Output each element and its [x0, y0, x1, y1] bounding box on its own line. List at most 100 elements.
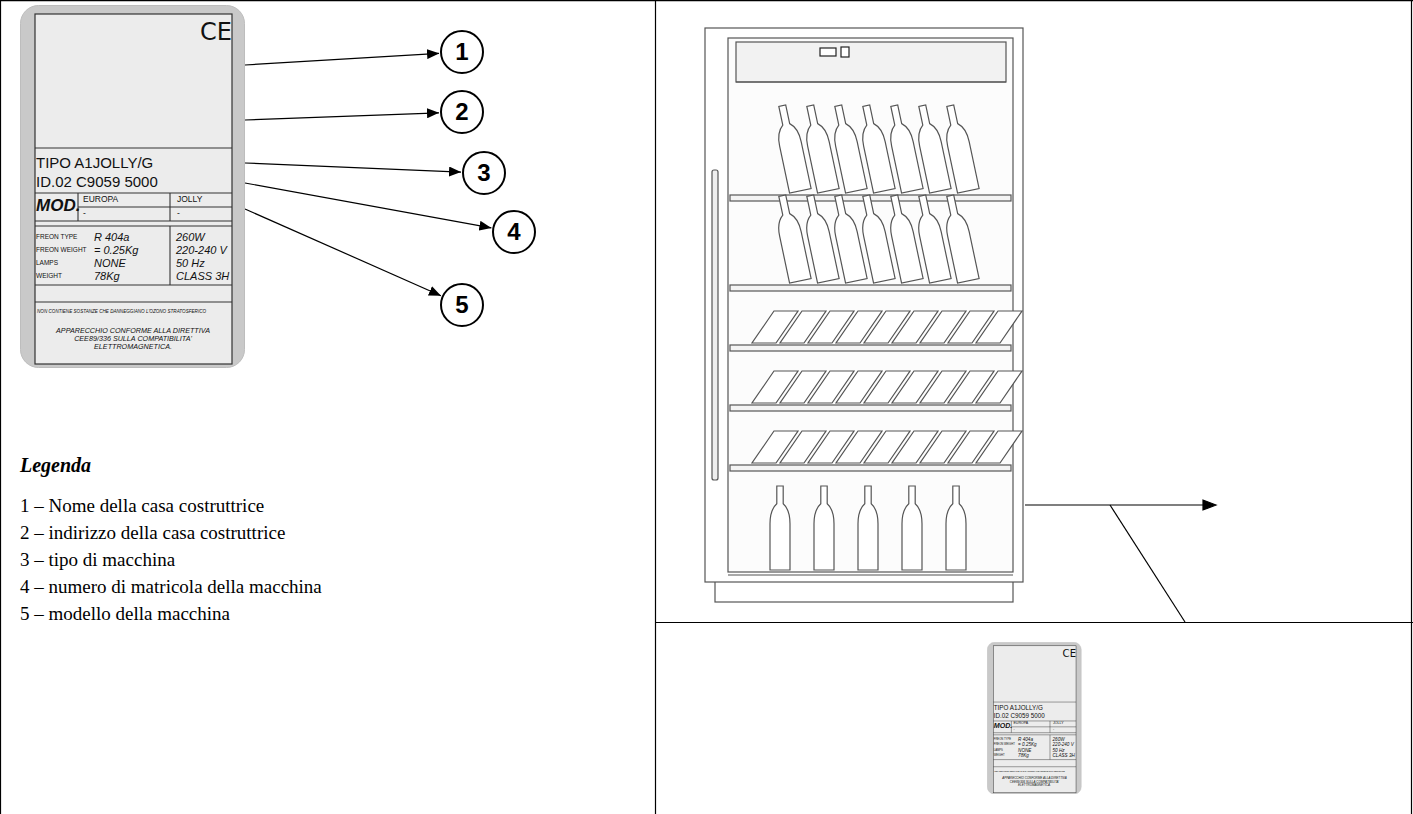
plate-text: EUROPA: [1013, 722, 1028, 726]
legend-entry: 4 – numero di matricola della macchina: [20, 573, 322, 600]
plate-rule: [35, 220, 232, 221]
plate-text: 260W: [1053, 737, 1065, 742]
plate-text: -: [177, 209, 180, 218]
plate-text: = 0.25Kg: [94, 244, 138, 256]
wine-bottle: [883, 193, 923, 283]
table-border: [655, 0, 656, 814]
leader-arrow: [245, 183, 491, 228]
leader-arrow: [245, 53, 439, 65]
plate-text: 260W: [176, 231, 205, 243]
wine-bottle: [976, 311, 1022, 343]
legend-entry: 2 – indirizzo della casa costruttrice: [20, 519, 322, 546]
rating-plate: CETIPO A1JOLLY/GID.02 C9059 5000MOD.EURO…: [987, 642, 1082, 794]
wine-bottle: [976, 371, 1022, 403]
callout-circle: 3: [462, 151, 506, 195]
plate-text: ID.02 C9059 5000: [36, 174, 158, 191]
wine-bottle: [827, 193, 867, 283]
plate-text: -: [83, 209, 86, 218]
wine-bottle: [911, 193, 951, 283]
plate-text: NON CONTIENE SOSTANZE CHE DANNEGGIANO L'…: [994, 770, 1075, 772]
table-border: [655, 622, 1413, 623]
legend-entry: 1 – Nome della casa costruttrice: [20, 492, 322, 519]
button: [841, 47, 849, 57]
wine-bottle: [939, 103, 979, 193]
plate-text: FREON WEIGHT: [994, 743, 1015, 746]
plate-text: 78Kg: [94, 270, 120, 282]
door-handle: [712, 170, 718, 480]
cabinet-base: [715, 580, 1013, 602]
legend: 1 – Nome della casa costruttrice2 – indi…: [20, 492, 322, 627]
plate-text: R 404a: [1018, 737, 1033, 742]
table-border: [1411, 0, 1412, 814]
plate-text: APPARECCHIO CONFORME ALLA DIRETTIVA CEE8…: [994, 777, 1075, 787]
cabinet-glass: [728, 38, 1013, 572]
legend-entry: 3 – tipo di macchina: [20, 546, 322, 573]
plate-field: [993, 646, 1076, 793]
wine-bottle: [814, 486, 834, 570]
plate-rule: [78, 206, 232, 207]
plate-rule: [35, 301, 232, 302]
plate-text: CLASS 3H: [1053, 753, 1075, 758]
shelf: [730, 465, 1011, 471]
plate-rule: [993, 759, 1076, 760]
wine-bottle: [902, 486, 922, 570]
plate-frame: [987, 642, 1081, 794]
plate-text: JOLLY: [1053, 722, 1064, 726]
plate-text: CLASS 3H: [176, 270, 229, 282]
panel-edge: [736, 81, 1006, 82]
wine-bottle: [771, 103, 811, 193]
pointer-line: [1025, 504, 1205, 505]
plate-text: 220-240 V: [176, 244, 227, 256]
plate-text: ID.02 C9059 5000: [994, 713, 1045, 720]
plate-text: NONE: [1018, 748, 1031, 753]
wine-cabinet: [705, 28, 1023, 602]
wine-bottle: [858, 486, 878, 570]
leader-arrow: [245, 113, 439, 120]
callout-number: 2: [455, 99, 468, 125]
legend-entry: 5 – modello della macchina: [20, 600, 322, 627]
callout-number: 3: [477, 160, 490, 186]
plate-text: WEIGHT: [36, 272, 62, 279]
wine-bottle: [827, 103, 867, 193]
plate-rule: [993, 766, 1076, 767]
plate-text: MOD.: [36, 197, 80, 216]
plate-rule: [993, 702, 1076, 703]
plate-text: NONE: [94, 257, 126, 269]
plate-rule: [35, 225, 232, 226]
leader-arrow: [245, 163, 461, 172]
plate-text: WEIGHT: [994, 754, 1005, 757]
plate-rule: [1011, 726, 1076, 727]
callout-circle: 1: [440, 30, 484, 74]
plate-text: EUROPA: [83, 195, 118, 204]
table-border: [0, 0, 1413, 1]
callout-number: 4: [507, 219, 520, 245]
plate-rule: [993, 734, 1076, 735]
cabinet-edge: [728, 574, 1013, 575]
shelf: [730, 285, 1011, 291]
plate-text: LAMPS: [994, 749, 1003, 752]
pointer-line: [1110, 505, 1185, 622]
pointer-arrow: [1025, 500, 1216, 622]
callout-circle: 5: [440, 283, 484, 327]
plate-frame: [21, 6, 245, 368]
wine-bottle: [799, 193, 839, 283]
plate-text: 50 Hz: [176, 257, 205, 269]
wine-bottle: [799, 103, 839, 193]
plate-text: 50 Hz: [1053, 748, 1065, 753]
plate-text: CE: [1063, 648, 1076, 659]
plate-text: CE: [200, 19, 232, 45]
plate-rule: [35, 284, 232, 285]
shelf: [730, 345, 1011, 351]
plate-text: FREON WEIGHT: [36, 246, 87, 253]
callout-number: 1: [455, 39, 468, 65]
plate-text: R 404a: [94, 231, 129, 243]
display: [820, 48, 836, 56]
plate-text: FREON TYPE: [994, 738, 1011, 741]
legend-heading: Legenda: [20, 454, 91, 477]
plate-text: APPARECCHIO CONFORME ALLA DIRETTIVA CEE8…: [37, 327, 229, 351]
plate-text: TIPO A1JOLLY/G: [994, 705, 1043, 712]
wine-bottle: [946, 486, 966, 570]
plate-field: [35, 14, 232, 364]
callout-number: 5: [455, 292, 468, 318]
